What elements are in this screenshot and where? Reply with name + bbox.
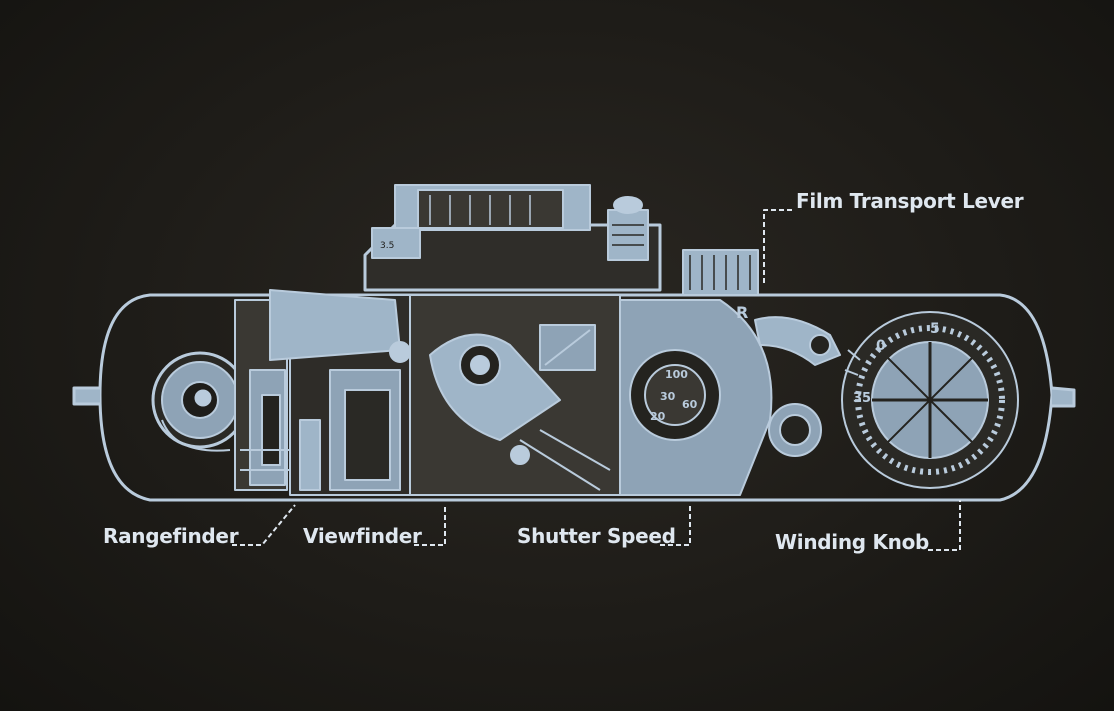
shutter-number-20: 20	[650, 410, 666, 423]
label-winding-knob: Winding Knob	[775, 530, 930, 554]
winding-knob-dial	[841, 311, 1019, 489]
film-transport-lever	[754, 316, 841, 366]
leader-lines	[232, 209, 961, 551]
viewfinder-housing	[269, 289, 411, 496]
leader-rangefinder	[232, 504, 296, 546]
accessory-knob	[607, 196, 649, 261]
label-viewfinder: Viewfinder	[303, 524, 422, 548]
dial-letter-r: R	[736, 303, 748, 322]
label-rangefinder: Rangefinder	[103, 524, 239, 548]
label-shutter-speed: Shutter Speed	[517, 524, 676, 548]
shutter-number-100: 100	[665, 368, 688, 381]
leader-viewfinder	[414, 505, 446, 546]
dial-number-5: 5	[930, 321, 940, 337]
leader-film-transport-lever	[763, 209, 792, 285]
rangefinder-window	[234, 299, 290, 491]
label-film-transport-lever: Film Transport Lever	[796, 189, 1024, 213]
svg-text:3.5: 3.5	[380, 241, 394, 251]
winding-knob-top	[682, 249, 759, 296]
camera-body-outline	[98, 293, 1054, 502]
lens-mount-assembly: 3.5	[363, 184, 662, 292]
shutter-speed-dial	[619, 299, 773, 496]
shutter-mechanism-block	[409, 294, 621, 496]
dial-number-0: 0	[876, 338, 886, 354]
right-strap-lug	[1051, 386, 1076, 408]
leader-shutter-speed	[660, 505, 691, 546]
leader-winding-knob	[928, 500, 961, 551]
shutter-number-60: 60	[682, 398, 698, 411]
round-eyepiece	[768, 403, 822, 457]
left-strap-lug	[72, 386, 100, 406]
shutter-number-30: 30	[660, 390, 676, 403]
rewind-knob	[151, 351, 249, 452]
dial-number-35: 35	[853, 391, 871, 406]
